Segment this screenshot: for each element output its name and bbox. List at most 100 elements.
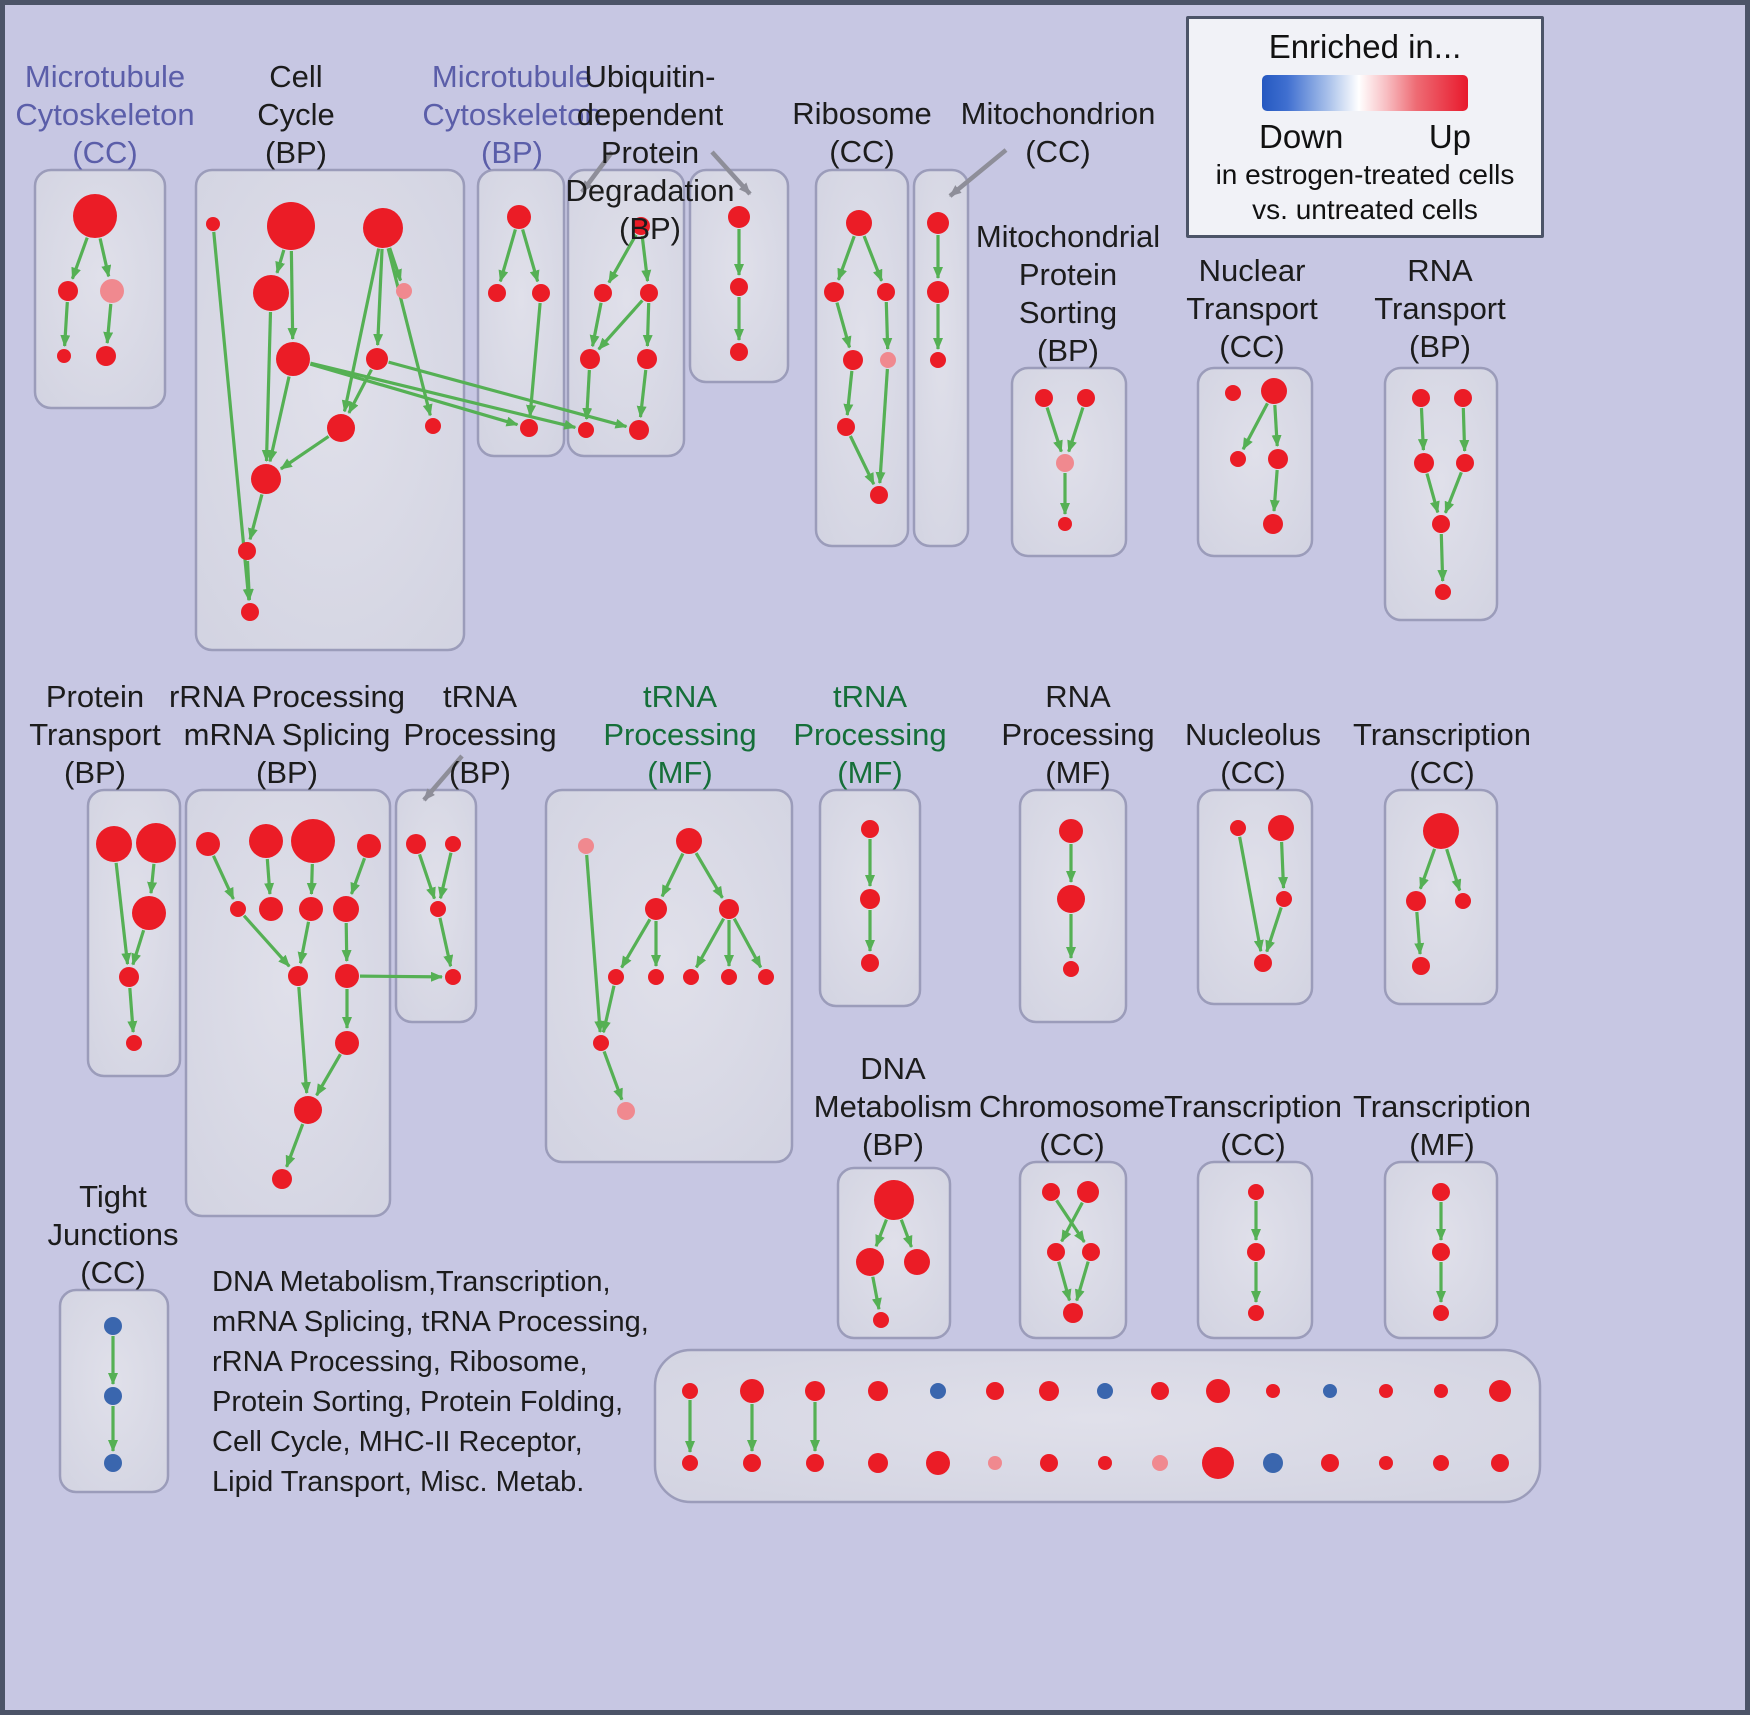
- edge: [127, 987, 138, 1034]
- go-term-node-nuclear-transport-cc: [1230, 451, 1246, 467]
- go-term-node-trna-processing-mf-a: [719, 899, 739, 919]
- go-term-node-mixed-functions: [682, 1455, 698, 1471]
- group-box-rrna-processing-mrna-splicing-bp: [184, 788, 392, 1218]
- edge: [694, 852, 724, 899]
- group-box-transcription-cc-a: [1383, 788, 1499, 1006]
- go-term-node-ribosome-cc: [843, 350, 863, 370]
- group-label-line: rRNA Processing: [168, 679, 406, 714]
- go-term-node-protein-transport-bp: [119, 967, 139, 987]
- edge: [874, 1219, 888, 1248]
- group-label-line: (CC): [1025, 134, 1091, 169]
- go-term-node-protein-transport-bp: [136, 823, 176, 863]
- go-term-node-dna-metabolism-bp: [904, 1249, 930, 1275]
- edge: [103, 303, 114, 345]
- group-label-line: Nucleolus: [1184, 717, 1322, 752]
- go-term-node-cell-cycle-bp: [267, 202, 315, 250]
- go-term-node-trna-processing-mf-b: [860, 889, 880, 909]
- group-label-line: Microtubule: [24, 59, 186, 94]
- group-label-line: Protein: [45, 679, 145, 714]
- go-term-node-ribosome-cc: [880, 352, 896, 368]
- go-term-node-rrna-processing-mrna-splicing-bp: [299, 897, 323, 921]
- group-label-line: (BP): [862, 1127, 924, 1162]
- group-label-line: (CC): [1220, 1127, 1286, 1162]
- go-term-node-rna-transport-bp: [1414, 453, 1434, 473]
- go-term-node-microtubule-cytoskeleton-cc: [57, 349, 71, 363]
- group-label-line: Processing: [403, 717, 557, 752]
- edge: [1238, 836, 1264, 953]
- legend: Enriched in... Down Up in estrogen-treat…: [1186, 16, 1544, 238]
- go-term-node-tight-junctions-cc: [104, 1454, 122, 1472]
- go-term-node-trna-processing-mf-a: [578, 838, 594, 854]
- go-term-node-ubiquitin-degradation-bp-b: [728, 206, 750, 228]
- group-label-line: Metabolism: [813, 1089, 973, 1124]
- group-label-line: tRNA: [832, 679, 908, 714]
- go-term-node-rrna-processing-mrna-splicing-bp: [294, 1096, 322, 1124]
- go-term-node-protein-transport-bp: [126, 1035, 142, 1051]
- go-term-node-trna-processing-mf-a: [683, 969, 699, 985]
- edge: [341, 248, 381, 413]
- edge: [1418, 848, 1437, 890]
- edge: [1425, 473, 1440, 514]
- go-term-node-chromosome-cc: [1082, 1243, 1100, 1261]
- group-label-line: tRNA: [442, 679, 518, 714]
- note-line: rRNA Processing, Ribosome,: [212, 1346, 588, 1378]
- go-term-node-mitochondrial-protein-sorting-bp: [1035, 389, 1053, 407]
- go-term-node-dna-metabolism-bp: [873, 1312, 889, 1328]
- go-term-node-mixed-functions: [740, 1379, 764, 1403]
- go-term-node-ubiquitin-degradation-bp-a: [629, 420, 649, 440]
- go-term-node-cell-cycle-bp: [276, 342, 310, 376]
- edge: [373, 248, 384, 347]
- edge: [835, 302, 852, 349]
- edge: [60, 301, 71, 348]
- edge: [267, 376, 291, 463]
- group-label-transcription-mf: Transcription(MF): [1272, 1088, 1612, 1164]
- edge: [1269, 469, 1280, 513]
- go-term-node-rrna-processing-mrna-splicing-bp: [230, 901, 246, 917]
- edge: [1445, 848, 1462, 892]
- go-term-node-ubiquitin-degradation-bp-a: [580, 349, 600, 369]
- go-term-node-ubiquitin-degradation-bp-a: [640, 284, 658, 302]
- label-callout-arrow: [948, 148, 1008, 198]
- go-term-node-rrna-processing-mrna-splicing-bp: [249, 824, 283, 858]
- go-term-node-trna-processing-bp: [445, 836, 461, 852]
- legend-gradient-bar: [1262, 75, 1468, 111]
- group-label-line: Nuclear: [1198, 253, 1306, 288]
- edge: [600, 985, 616, 1034]
- go-term-node-mixed-functions: [930, 1383, 946, 1399]
- group-box-nuclear-transport-cc: [1196, 366, 1314, 558]
- edge: [309, 362, 519, 427]
- go-term-node-mixed-functions: [1433, 1455, 1449, 1471]
- go-term-node-tight-junctions-cc: [104, 1387, 122, 1405]
- group-label-line: (CC): [1039, 1127, 1105, 1162]
- go-term-node-nuclear-transport-cc: [1263, 514, 1283, 534]
- group-label-line: Processing: [793, 717, 947, 752]
- go-term-node-chromosome-cc: [1063, 1303, 1083, 1323]
- group-box-dna-metabolism-bp: [836, 1166, 952, 1340]
- group-label-line: Transcription: [1352, 1089, 1532, 1124]
- edge: [1057, 1261, 1072, 1302]
- go-term-node-microtubule-cytoskeleton-bp: [520, 419, 538, 437]
- edge: [862, 235, 884, 282]
- edge: [388, 360, 628, 429]
- go-term-node-cell-cycle-bp: [327, 414, 355, 442]
- go-term-node-mixed-functions: [1379, 1384, 1393, 1398]
- edge: [386, 247, 433, 417]
- note-line: DNA Metabolism,Transcription,: [212, 1266, 611, 1298]
- group-label-line: Transport: [1374, 291, 1506, 326]
- go-term-node-cell-cycle-bp: [251, 464, 281, 494]
- edge: [438, 852, 453, 900]
- group-label-line: (MF): [1045, 755, 1111, 790]
- go-term-node-rrna-processing-mrna-splicing-bp: [335, 964, 359, 988]
- go-term-node-rrna-processing-mrna-splicing-bp: [288, 966, 308, 986]
- go-term-node-microtubule-cytoskeleton-cc: [100, 279, 124, 303]
- edge: [521, 229, 540, 283]
- go-term-node-chromosome-cc: [1042, 1183, 1060, 1201]
- go-term-node-rrna-processing-mrna-splicing-bp: [272, 1169, 292, 1189]
- group-box-rna-transport-bp: [1383, 366, 1499, 622]
